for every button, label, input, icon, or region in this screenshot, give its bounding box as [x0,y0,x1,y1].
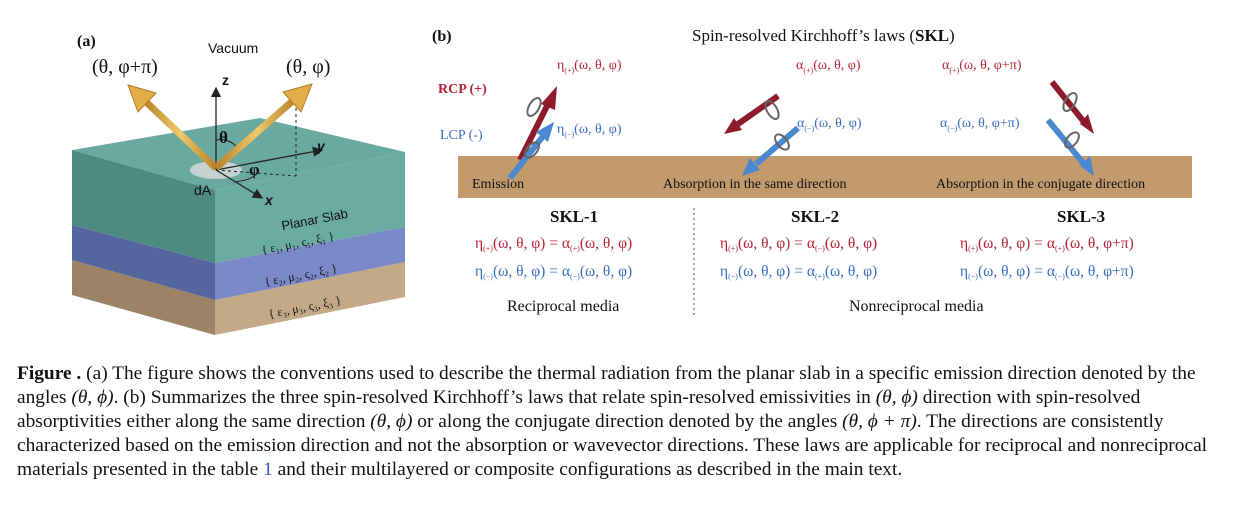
skl3-heading: SKL-3 [1057,207,1106,226]
panel-b-diagram [458,80,1192,316]
skl2-heading: SKL-2 [791,207,840,226]
skl1-equation-2: η(−)(ω, θ, φ) = α(−)(ω, θ, φ) [475,263,633,281]
figure-caption: Figure . (a) The figure shows the conven… [17,362,1229,482]
caption-label: Figure . [17,363,82,384]
lcp-spin-ring-same [774,133,790,151]
skl3-equation-2: η(−)(ω, θ, φ) = α(−)(ω, θ, φ+π) [960,263,1134,281]
x-axis [215,169,264,199]
skl2-equation-2: η(−)(ω, θ, φ) = α(+)(ω, θ, φ) [720,263,878,281]
panel-b-title: Spin-resolved Kirchhoff’s laws (SKL) [692,26,955,45]
rcp-spin-ring-same [764,99,780,121]
lcp-spin-ring-conj [1064,131,1080,149]
caption-text-6: and their multilayered or composite conf… [272,459,903,480]
caption-text-2: . (b) Summarizes the three spin-resolved… [113,387,876,408]
caption-text-4: or along the conjugate direction denoted… [412,411,843,432]
lcp-label: LCP (-) [440,128,483,143]
skl1-heading: SKL-1 [550,207,599,226]
theta-arc [215,139,237,147]
y-axis [215,146,324,171]
skl2-equation-1: η(+)(ω, θ, φ) = α(−)(ω, θ, φ) [720,235,878,253]
skl1-equation-1: η(+)(ω, θ, φ) = α(+)(ω, θ, φ) [475,235,633,253]
vacuum-label: Vacuum [208,40,259,56]
z-axis-label: z [222,72,229,88]
rcp-emission-arrow [517,86,557,162]
caption-math-2: (θ, ϕ) [875,387,918,408]
caption-text-5: . The directions are consistently charac… [17,411,1208,480]
direction-right-label: (θ, φ) [286,56,331,78]
eta-minus-arrow-label: η(−)(ω, θ, φ) [557,122,622,139]
surface-strip [458,156,1192,198]
figure: (a) Vacuum (θ, φ+π) (θ, φ) z y x θ φ dA … [72,26,1192,335]
lcp-spin-ring [524,141,540,159]
absorption-conj-label: Absorption in the conjugate direction [936,177,1146,192]
caption-math-1: (θ, ϕ) [71,387,114,408]
phi-arc [233,173,257,183]
emission-arrow-left [127,84,219,171]
reciprocal-media-label: Reciprocal media [507,298,620,315]
caption-text-3: direction with spin-resolved absorptivit… [17,387,1141,432]
panel-a-diagram [72,83,405,335]
rcp-spin-ring [526,96,542,118]
rcp-absorption-same-arrow [724,93,780,134]
skl3-equation-1: η(+)(ω, θ, φ) = α(+)(ω, θ, φ+π) [960,235,1134,253]
slab-layer-2 [72,225,405,300]
eta-plus-arrow-label: η(+)(ω, θ, φ) [557,58,622,75]
rcp-absorption-conj-arrow [1049,80,1094,134]
caption-math-4: (θ, ϕ + π) [842,411,917,432]
alpha-plus-conj-label: α(+)(ω, θ, φ+π) [942,58,1022,75]
caption-text-1: (a) The figure shows the conventions use… [17,363,1196,408]
alpha-minus-conj-label: α(−)(ω, θ, φ+π) [940,116,1020,133]
phi-label: φ [249,160,260,179]
x-axis-label: x [265,192,273,208]
alpha-plus-same-label: α(+)(ω, θ, φ) [796,58,861,75]
panel-b-label: (b) [432,28,452,45]
absorption-same-label: Absorption in the same direction [663,177,847,192]
slab-layer-1 [72,118,405,263]
table-reference-link[interactable]: 1 [263,459,273,480]
theta-label: θ [219,128,228,147]
lcp-absorption-same-arrow [742,125,800,176]
y-axis-label: y [317,138,325,154]
slab-layer-3 [72,260,405,335]
area-label: dA [194,182,212,198]
emission-label: Emission [472,177,525,192]
projection-line [215,169,297,177]
rcp-label: RCP (+) [438,82,487,97]
alpha-minus-same-label: α(−)(ω, θ, φ) [797,116,862,133]
direction-left-label: (θ, φ+π) [92,56,158,78]
emission-arrow-right [213,83,313,171]
caption-math-3: (θ, ϕ) [370,411,413,432]
nonreciprocal-media-label: Nonreciprocal media [849,298,984,315]
panel-a-label: (a) [77,33,96,50]
rcp-spin-ring-conj [1062,91,1078,113]
